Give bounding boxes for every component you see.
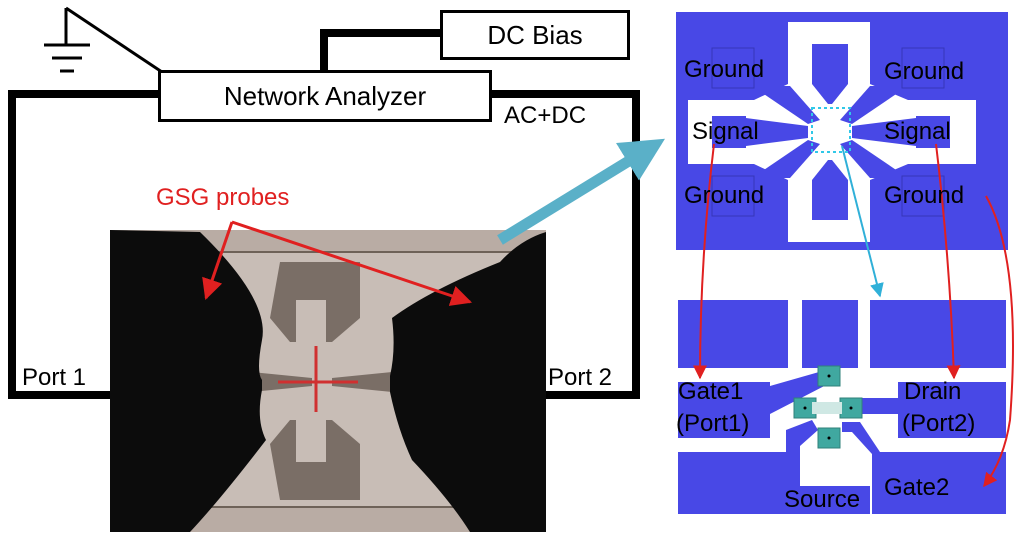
gsg-pad-layout bbox=[676, 12, 1008, 250]
ground-bottom-right-label: Ground bbox=[884, 182, 965, 209]
ground-bottom-left-label: Ground bbox=[684, 182, 765, 209]
network-analyzer-label: Network Analyzer bbox=[223, 80, 427, 111]
source-label: Source bbox=[784, 486, 861, 513]
drain-port-label: (Port2) bbox=[902, 410, 976, 437]
zoom-arrow bbox=[497, 138, 666, 245]
gsg-probes-label: GSG probes bbox=[156, 184, 290, 211]
probe-pointer-arrows bbox=[202, 220, 472, 306]
ground-symbol-icon bbox=[44, 6, 163, 74]
probe-station-photo bbox=[110, 230, 546, 532]
network-analyzer-box: Network Analyzer bbox=[158, 70, 492, 122]
zoom-detail-arrow bbox=[841, 145, 884, 298]
ground-top-left-label: Ground bbox=[684, 56, 765, 83]
ground-top-right-label: Ground bbox=[884, 58, 965, 85]
test-cables bbox=[8, 29, 640, 399]
device-zoom-layout bbox=[678, 300, 1008, 514]
port1-label: Port 1 bbox=[22, 364, 87, 391]
gate1-label: Gate1 bbox=[678, 378, 744, 405]
pad-correspondence-arrows bbox=[693, 143, 1014, 488]
dc-bias-box: DC Bias bbox=[440, 10, 630, 60]
gate2-label: Gate2 bbox=[884, 474, 950, 501]
dc-bias-label: DC Bias bbox=[487, 19, 583, 50]
drain-label: Drain bbox=[904, 378, 962, 405]
signal-left-label: Signal bbox=[692, 118, 759, 145]
port2-label: Port 2 bbox=[548, 364, 613, 391]
gate1-port-label: (Port1) bbox=[676, 410, 750, 437]
signal-right-label: Signal bbox=[884, 118, 951, 145]
ac-dc-label: AC+DC bbox=[504, 102, 587, 129]
